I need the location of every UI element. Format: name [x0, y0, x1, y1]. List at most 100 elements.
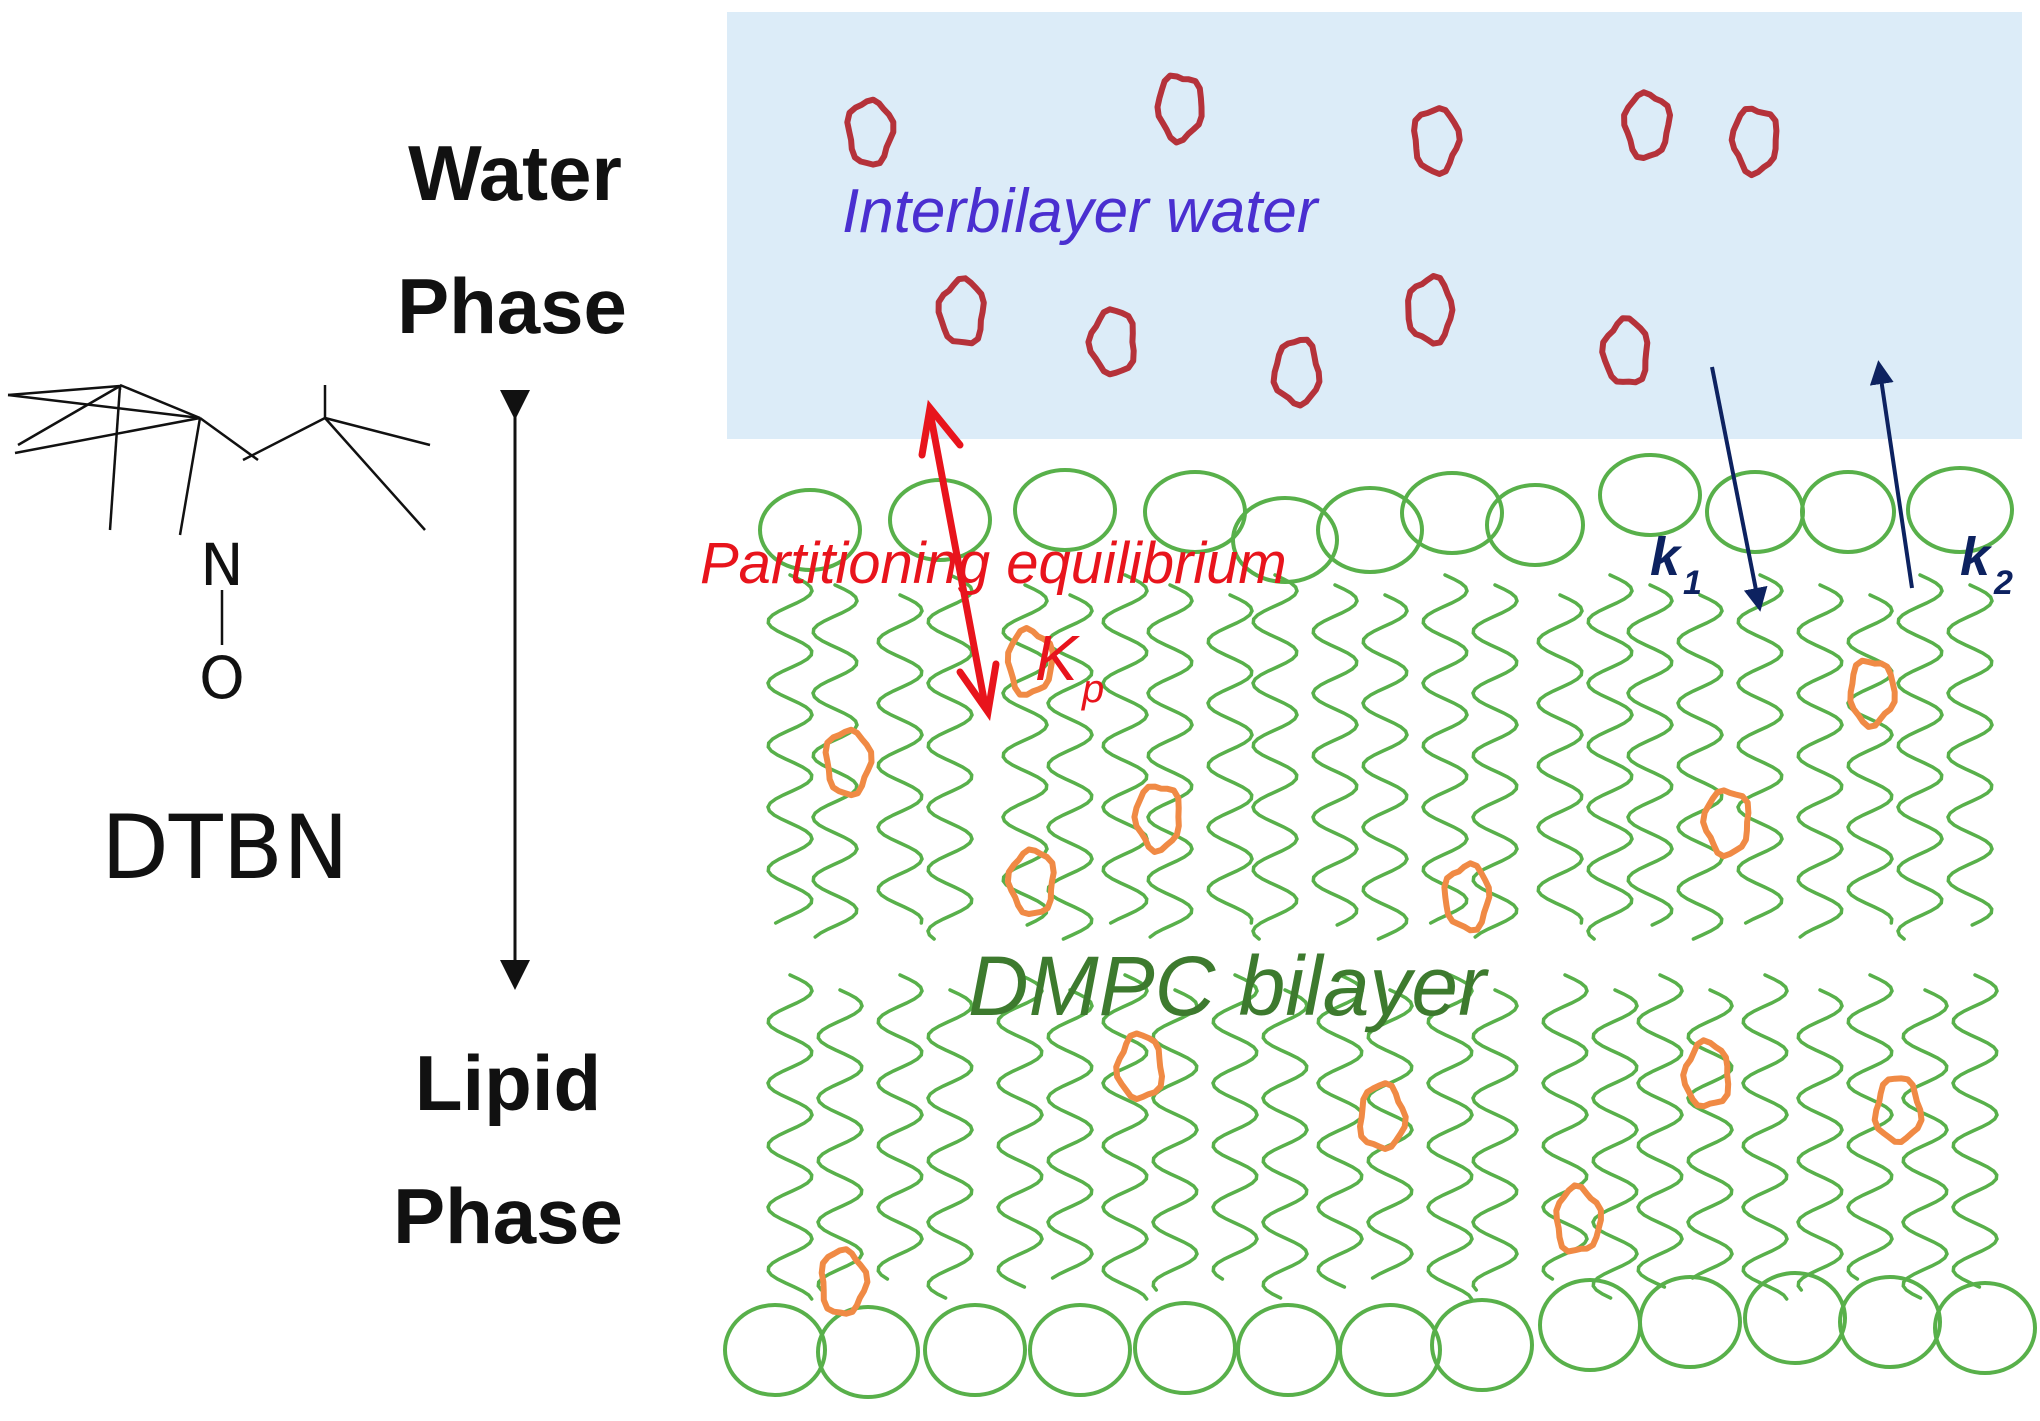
lipid-tail-upper — [1946, 583, 1994, 927]
partition-arrow — [918, 399, 1000, 722]
lipid-tail-upper — [1896, 573, 1944, 941]
lipid-tail-upper — [1206, 593, 1254, 925]
lipid-tail-lower — [1426, 973, 1474, 1301]
lipid-tail-lower — [1316, 973, 1364, 1289]
head-group-bottom — [1430, 1298, 1534, 1392]
lipid-tail-upper — [1626, 583, 1674, 927]
lipid-tail-lower — [926, 988, 974, 1300]
probe-water — [1728, 105, 1780, 179]
water-phase-label-line1: Water — [408, 129, 622, 217]
probe-lipid — [1004, 846, 1057, 917]
k2-subscript: 2 — [1993, 564, 2013, 602]
probe-lipid — [1357, 1080, 1409, 1152]
probe-water — [1411, 105, 1463, 177]
probe-water — [935, 275, 987, 347]
lipid-tail-lower — [876, 973, 924, 1281]
head-group-bottom — [1838, 1275, 1942, 1369]
head-group-bottom — [816, 1305, 920, 1399]
lipid-tail-lower — [1636, 973, 1684, 1289]
head-group-bottom — [1933, 1281, 2037, 1375]
probe-lipid — [1113, 1030, 1165, 1103]
probe-lipid — [1847, 657, 1898, 730]
lipid-tail-lower — [1846, 973, 1894, 1281]
lipid-tail-upper — [1101, 573, 1149, 925]
lipid-tail-upper — [811, 583, 859, 939]
probe-water — [1405, 273, 1456, 347]
head-group-bottom — [1236, 1303, 1340, 1397]
head-group-bottom — [1133, 1301, 1237, 1395]
dtbn-structure — [7, 383, 431, 645]
k1-subscript: 1 — [1683, 564, 1702, 602]
partitioning-equilibrium-label: Partitioning equilibrium — [700, 531, 1287, 596]
atom-o-label: O — [199, 644, 245, 712]
lipid-tail-lower — [1686, 988, 1734, 1280]
k2-label: k — [1960, 527, 1993, 587]
head-group-top — [1705, 470, 1805, 554]
head-group-top — [1231, 496, 1339, 584]
interbilayer-water-label: Interbilayer water — [842, 177, 1320, 246]
head-group-bottom — [723, 1303, 827, 1397]
lipid-tail-upper — [766, 573, 814, 925]
head-group-top — [1598, 453, 1702, 537]
kp-label: K — [1035, 622, 1081, 694]
head-group-top — [1906, 466, 2014, 554]
probe-lipid — [1131, 783, 1182, 855]
probe-water — [1154, 72, 1205, 146]
lipid-tail-lower — [1471, 988, 1519, 1292]
head-group-top — [758, 488, 862, 572]
probe-water — [1085, 306, 1137, 378]
probe-water — [844, 96, 897, 168]
lipid-tail-upper — [1311, 583, 1359, 927]
head-group-top — [1013, 468, 1117, 552]
lipid-tail-lower — [1101, 973, 1149, 1301]
lipid-tail-upper — [1251, 573, 1299, 941]
lipid-tail-lower — [816, 988, 864, 1292]
head-group-bottom — [1028, 1303, 1132, 1397]
lipid-tail-lower — [1151, 988, 1199, 1292]
atom-n-label: N — [200, 531, 243, 599]
lipid-tail-upper — [1586, 573, 1634, 941]
probe-lipid — [1441, 860, 1493, 934]
probe-lipid — [1553, 1182, 1604, 1255]
lipid-tail-upper — [1676, 593, 1724, 941]
lipid-tail-upper — [1471, 583, 1519, 939]
lipid-tail-upper — [1361, 593, 1409, 941]
lipid-tail-upper — [876, 593, 924, 925]
probe-lipid — [1700, 787, 1752, 860]
lipid-tail-upper — [1536, 593, 1584, 925]
lipid-tail-upper — [1146, 583, 1194, 939]
head-group-bottom — [1538, 1278, 1642, 1372]
probe-lipid — [822, 726, 875, 799]
k1-label: k — [1650, 527, 1683, 587]
probe-lipid — [1680, 1037, 1732, 1110]
probe-water — [1270, 336, 1323, 409]
molecule-name-label: DTBN — [101, 796, 349, 899]
dmpc-bilayer-label: DMPC bilayer — [968, 939, 1489, 1033]
lipid-tail-lower — [1741, 973, 1789, 1301]
probe-water — [1621, 89, 1673, 161]
dmpc-bilayer-graphic — [723, 453, 2037, 1399]
lipid-tail-lower — [1901, 988, 1949, 1300]
lipid-tail-upper — [1846, 593, 1894, 925]
head-group-bottom — [1338, 1303, 1442, 1397]
lipid-tail-lower — [1951, 973, 1999, 1289]
water-region — [727, 12, 2022, 439]
lipid-tail-upper — [1421, 573, 1469, 925]
head-group-bottom — [923, 1303, 1027, 1397]
head-group-top — [1800, 470, 1896, 554]
k1-arrow — [1710, 366, 1768, 612]
kp-subscript: p — [1081, 667, 1104, 711]
lipid-tail-upper — [1796, 583, 1844, 939]
probe-lipid — [1871, 1075, 1925, 1145]
probe-lipid — [818, 1246, 871, 1317]
lipid-tail-lower — [1366, 988, 1414, 1280]
head-group-top — [1485, 483, 1585, 567]
lipid-tail-lower — [1261, 988, 1309, 1300]
head-group-top — [1316, 486, 1424, 574]
head-group-bottom — [1743, 1271, 1847, 1365]
dtbn-probes — [818, 72, 1925, 1317]
dtbn-structure-bonds — [7, 384, 122, 531]
lipid-tail-upper — [1736, 573, 1784, 925]
k2-arrow — [1869, 360, 1914, 589]
